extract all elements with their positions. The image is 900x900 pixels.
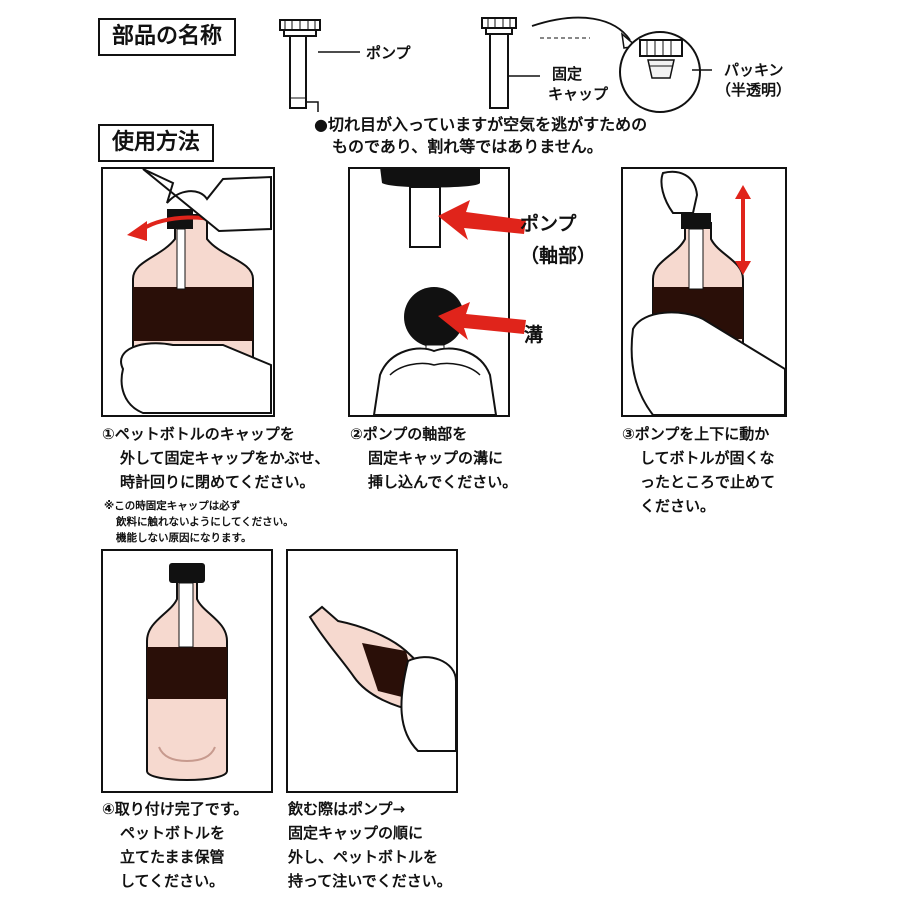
step-1-caption: ①ペットボトルのキャップを 外して固定キャップをかぶせ、 時計回りに閉めてくださ…	[102, 425, 330, 491]
step-1-warning: ※この時固定キャップは必ず 飲料に触れないようにしてください。 機能しない原因に…	[104, 500, 294, 544]
step-2-caption: ②ポンプの軸部を 固定キャップの溝に 挿し込んでください。	[350, 425, 518, 491]
step-4-illustration	[146, 563, 228, 781]
pump-shaft-label: ポンプ （軸部）	[520, 213, 597, 267]
packing-label: パッキン （半透明）	[716, 61, 792, 99]
groove-arrow-icon	[438, 302, 526, 340]
step-5-illustration	[308, 605, 456, 752]
step-4-caption: ④取り付け完了です。 ペットボトルを 立てたまま保管 してください。	[102, 800, 249, 890]
groove-label: 溝	[524, 324, 544, 346]
step-2-illustration	[372, 169, 498, 415]
pump-part-illustration	[279, 19, 321, 109]
step-2-arrows	[438, 200, 526, 340]
step-1-panel	[101, 167, 275, 417]
step-3-panel	[621, 167, 787, 417]
cut-note: ●切れ目が入っていますが空気を逃がすための ものであり、割れ等ではありません。	[314, 115, 648, 156]
step-3-illustration	[630, 170, 785, 415]
pump-arrow-icon	[438, 200, 526, 240]
usage-section-title: 使用方法	[98, 124, 215, 162]
step-5-panel	[286, 549, 458, 793]
step-2-panel	[348, 167, 510, 417]
step-4-panel	[101, 549, 273, 793]
packing-illustration	[619, 31, 701, 113]
step-5-caption: 飲む際はポンプ→ 固定キャップの順に 外し、ペットボトルを 持って注いでください…	[288, 800, 452, 890]
step-1-illustration	[120, 169, 272, 414]
fixing-cap-illustration	[481, 17, 517, 109]
parts-section-title: 部品の名称	[98, 18, 237, 56]
step-3-caption: ③ポンプを上下に動か してボトルが固くな ったところで止めて ください。	[622, 425, 776, 515]
parts-diagram	[279, 16, 712, 113]
pump-label: ポンプ	[366, 44, 411, 62]
cap-label: 固定 キャップ	[548, 65, 609, 103]
